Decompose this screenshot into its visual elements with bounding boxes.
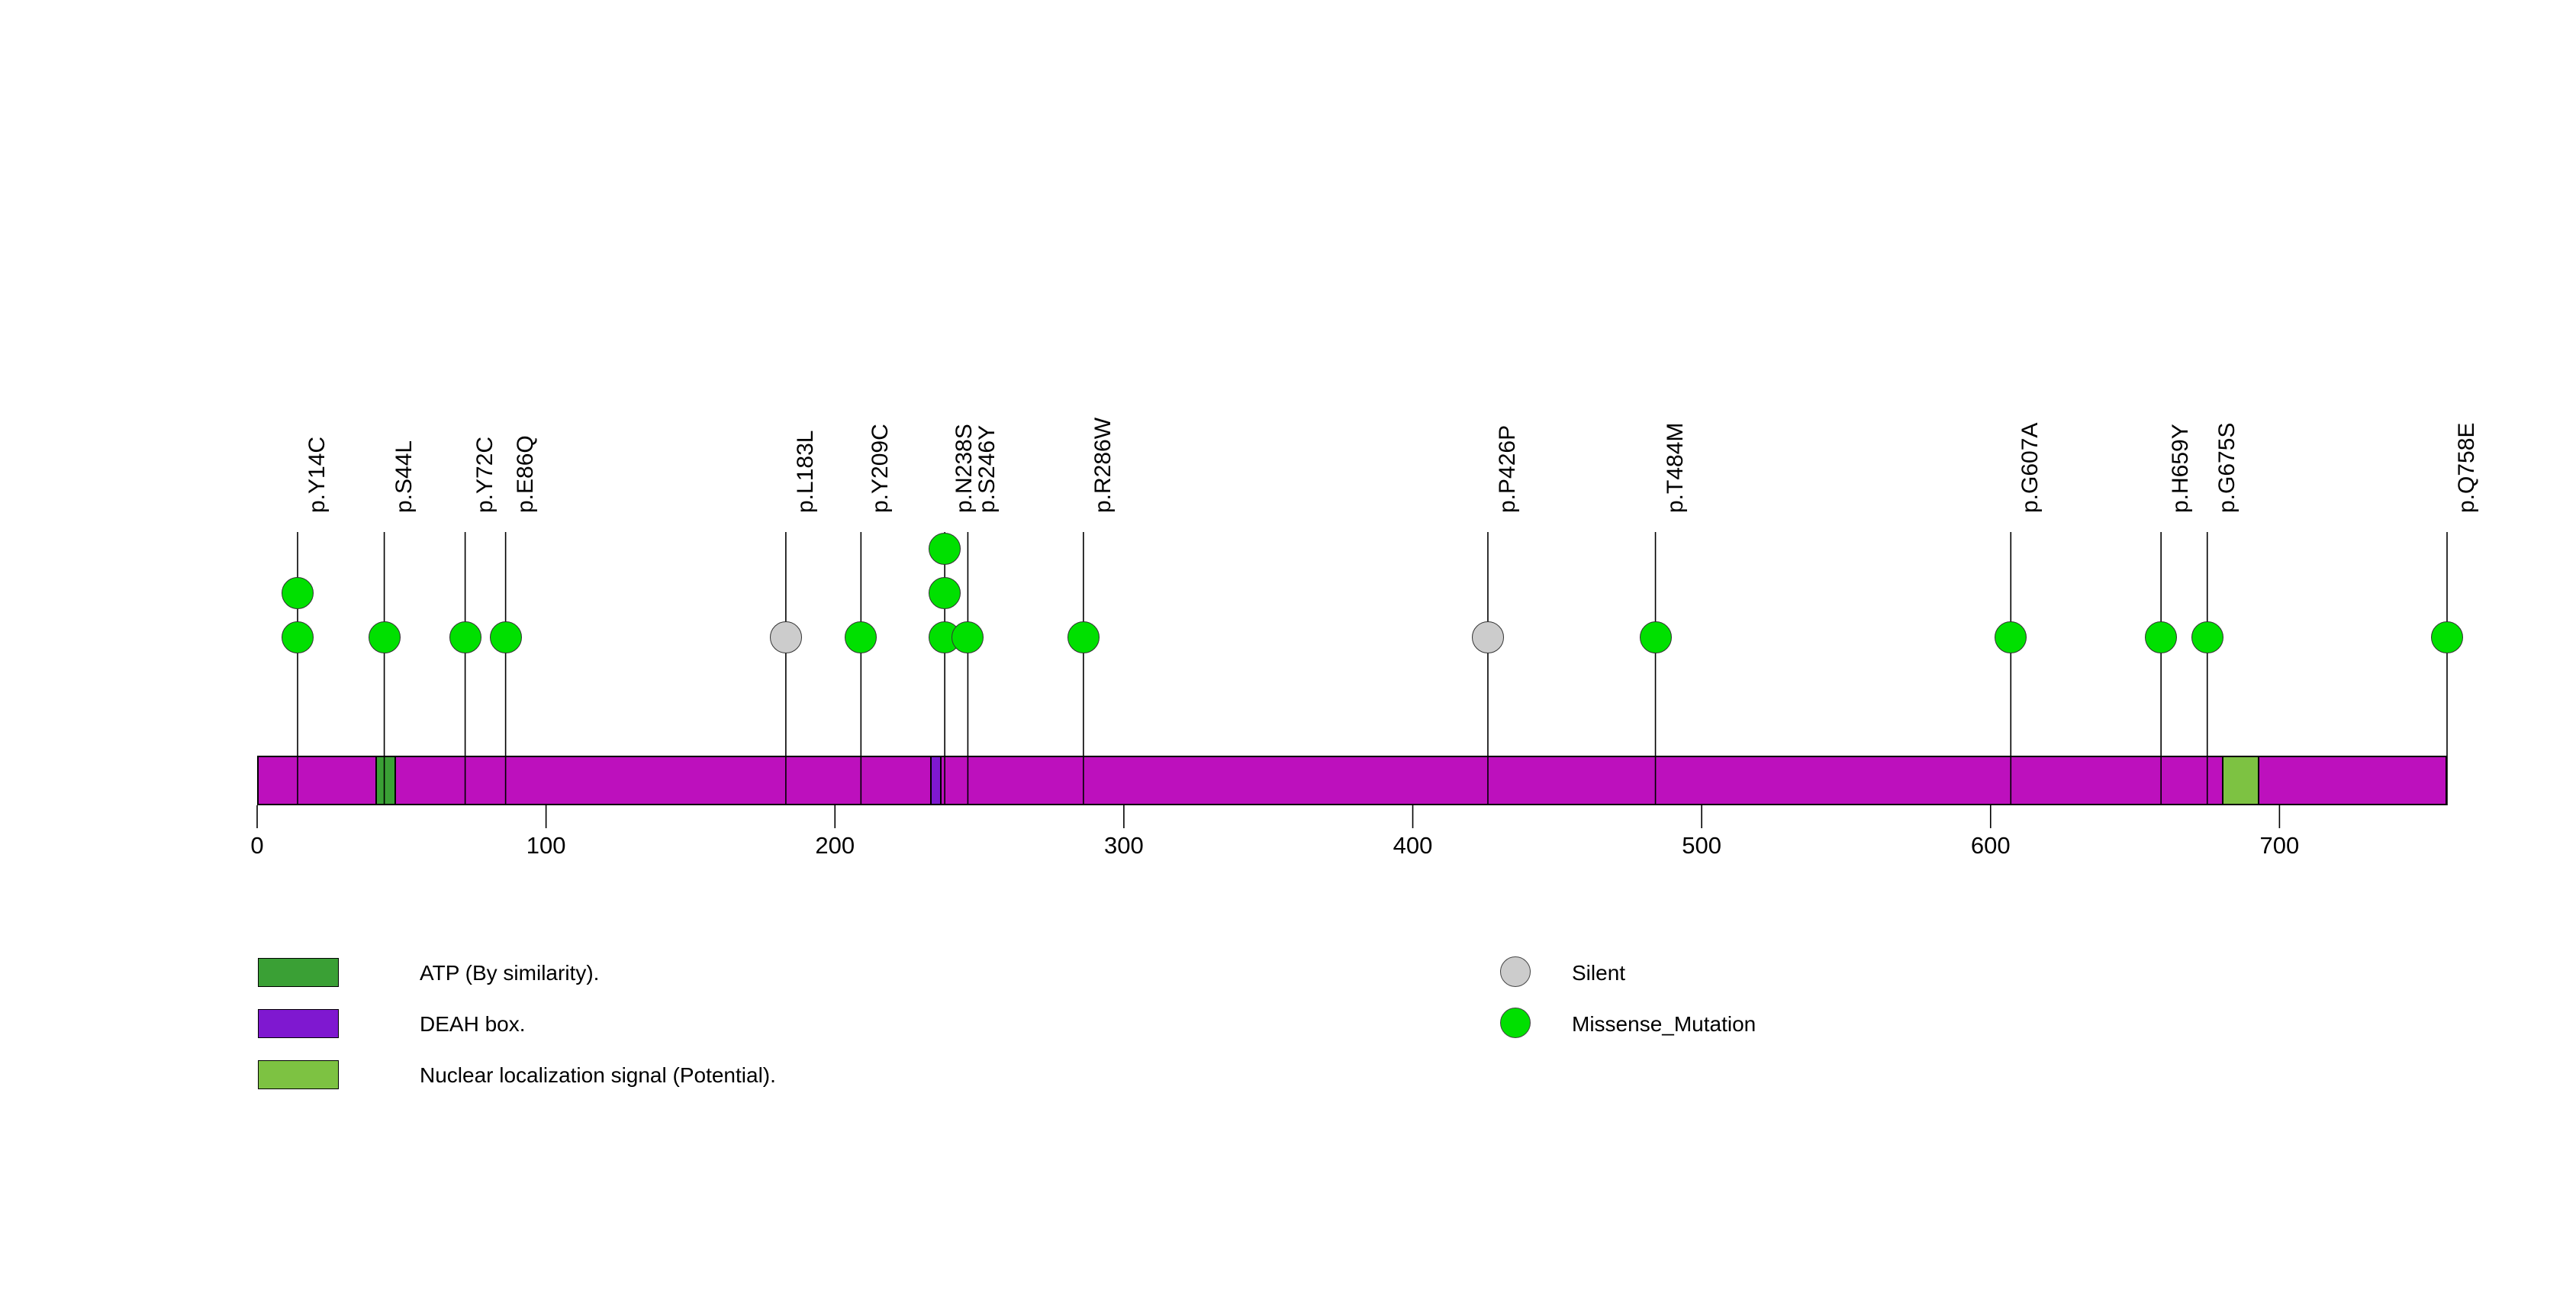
- mutation-marker[interactable]: [952, 621, 984, 653]
- mutation-label: p.G607A: [2017, 422, 2043, 513]
- mutation-label: p.R286W: [1090, 417, 1116, 513]
- mutation-marker[interactable]: [1995, 621, 2027, 653]
- variant-legend-dot: [1500, 1008, 1531, 1038]
- mutation-label: p.Y72C: [472, 436, 497, 513]
- axis-tick-label: 0: [250, 832, 264, 859]
- domain-legend-swatch: [258, 1060, 339, 1089]
- mutation-label: p.E86Q: [512, 435, 538, 513]
- axis-tick-label: 500: [1682, 832, 1721, 859]
- mutation-label: p.Y209C: [868, 424, 894, 513]
- mutation-marker[interactable]: [282, 577, 314, 609]
- variant-legend-label: Missense_Mutation: [1572, 1012, 1757, 1036]
- mutation-label: p.S246Y: [974, 424, 1000, 513]
- axis-tick-label: 200: [815, 832, 855, 859]
- mutation-marker[interactable]: [1639, 621, 1672, 653]
- mutation-label: p.N238S: [952, 424, 977, 513]
- mutation-label: p.L183L: [792, 430, 818, 513]
- mutation-marker[interactable]: [1067, 621, 1100, 653]
- mutation-label: p.H659Y: [2168, 424, 2194, 513]
- mutation-label: p.S44L: [391, 440, 417, 513]
- mutation-marker[interactable]: [449, 621, 481, 653]
- domain-legend-label: DEAH box.: [420, 1012, 526, 1036]
- axis-tick-label: 100: [526, 832, 566, 859]
- protein-domain-2[interactable]: [2221, 757, 2259, 804]
- mutation-marker[interactable]: [929, 577, 961, 609]
- mutation-marker[interactable]: [489, 621, 522, 653]
- domain-legend-swatch: [258, 1009, 339, 1038]
- mutation-marker[interactable]: [368, 621, 401, 653]
- mutation-label: p.T484M: [1662, 422, 1688, 513]
- protein-domain-1[interactable]: [930, 757, 942, 804]
- axis-tick-label: 700: [2259, 832, 2300, 859]
- mutation-marker[interactable]: [929, 533, 961, 565]
- variant-legend-dot: [1500, 956, 1531, 987]
- mutation-marker[interactable]: [1471, 621, 1504, 653]
- axis-tick-label: 300: [1104, 832, 1144, 859]
- mutation-label: p.Y14C: [304, 436, 330, 513]
- mutation-marker[interactable]: [2431, 621, 2463, 653]
- axis-tick-label: 600: [1970, 832, 2011, 859]
- mutation-marker[interactable]: [2191, 621, 2223, 653]
- protein-backbone-bar[interactable]: [257, 756, 2447, 805]
- mutation-marker[interactable]: [769, 621, 802, 653]
- mutation-marker[interactable]: [282, 621, 314, 653]
- mutation-label: p.G675S: [2214, 422, 2240, 513]
- mutation-marker[interactable]: [845, 621, 877, 653]
- domain-legend-swatch: [258, 958, 339, 987]
- mutation-marker[interactable]: [2145, 621, 2178, 653]
- protein-domain-0[interactable]: [375, 757, 396, 804]
- mutation-label: p.P426P: [1494, 424, 1520, 513]
- domain-legend-label: ATP (By similarity).: [420, 961, 600, 985]
- variant-legend-label: Silent: [1572, 961, 1626, 985]
- mutation-label: p.Q758E: [2454, 422, 2479, 513]
- axis-tick-label: 400: [1393, 832, 1433, 859]
- domain-legend-label: Nuclear localization signal (Potential).: [420, 1063, 776, 1087]
